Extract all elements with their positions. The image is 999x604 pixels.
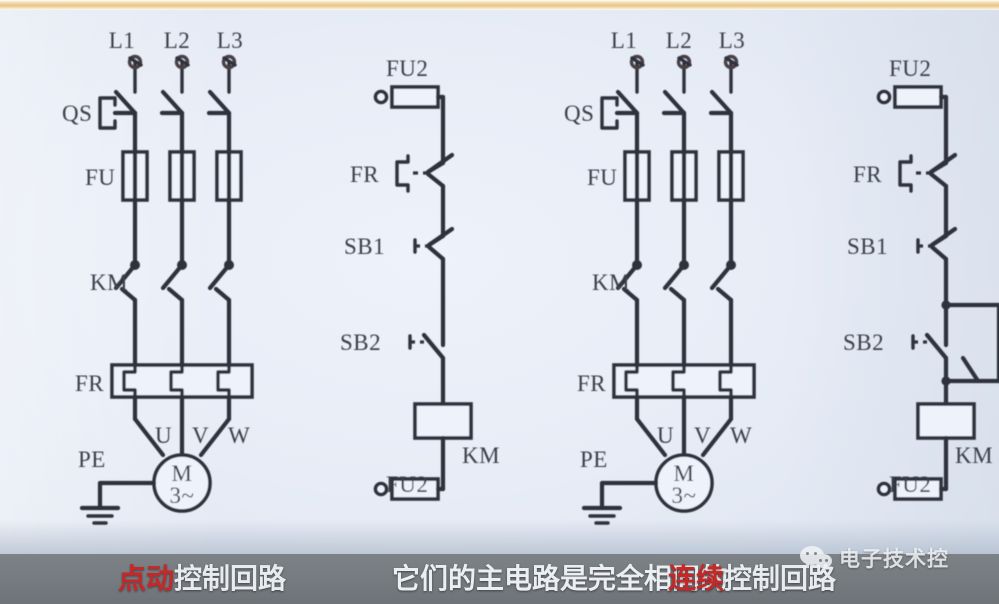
- fu-fuse-bank: [121, 145, 243, 267]
- caption-left-highlight: 点动: [118, 562, 175, 595]
- fu2-bottom-fuse-right: [876, 477, 949, 501]
- phase-terminal-l3-right: [723, 54, 739, 94]
- motor-symbol-m-right: M: [674, 461, 695, 486]
- label-u-right: U: [657, 423, 674, 448]
- label-fu-right: FU: [587, 165, 617, 190]
- main-circuit-left: L1 L2 L3 QS FU KM FR PE U V W M 3~: [62, 28, 254, 525]
- label-qs-right: QS: [564, 101, 594, 126]
- caption-right-highlight: 连续: [668, 562, 725, 595]
- caption-left-rest: 控制回路: [174, 562, 287, 595]
- caption-left: 点动控制回路: [118, 556, 286, 602]
- label-l1-right: L1: [611, 28, 638, 53]
- label-l2: L2: [164, 28, 191, 53]
- sb1-stop-button: [413, 226, 455, 333]
- fu2-top-fuse: [373, 85, 446, 166]
- label-w: W: [228, 423, 250, 448]
- caption-right-rest: 控制回路: [724, 562, 837, 595]
- label-l1: L1: [109, 28, 136, 53]
- phase-terminal-l1: [127, 54, 143, 94]
- label-pe: PE: [78, 447, 106, 472]
- fu-fuse-bank-right: [623, 145, 745, 267]
- sb2-start-button-right: [911, 302, 949, 407]
- main-circuit-right: L1 L2 L3 QS FU KM FR PE U V W M 3~: [564, 28, 756, 525]
- label-fu2-bottom-right: FU2: [889, 472, 931, 497]
- fr-nc-contact-right: [898, 152, 958, 239]
- pe-earth-connection-right: [581, 480, 659, 525]
- label-km-c2: KM: [462, 443, 500, 468]
- label-u: U: [155, 423, 172, 448]
- label-pe-right: PE: [580, 447, 608, 472]
- motor-symbol-3ph: 3~: [170, 483, 195, 508]
- fr-thermal-overload-relay-right: [612, 363, 756, 458]
- fr-thermal-overload-relay: [110, 363, 254, 458]
- label-fu2-top-right: FU2: [889, 56, 931, 81]
- label-sb2-right: SB2: [843, 330, 884, 355]
- label-fr: FR: [75, 371, 104, 396]
- motor-leads: [132, 416, 232, 458]
- fu2-bottom-fuse: [373, 477, 446, 501]
- channel-watermark: 电子技术控: [800, 543, 949, 573]
- phase-terminal-l2: [174, 54, 190, 94]
- label-sb2: SB2: [340, 330, 381, 355]
- label-v: V: [192, 423, 209, 448]
- label-qs: QS: [62, 101, 92, 126]
- qs-isolator-switch-right: [600, 89, 734, 151]
- label-l2-right: L2: [666, 28, 693, 53]
- qs-isolator-switch: [98, 89, 232, 151]
- label-fr-right: FR: [577, 371, 606, 396]
- phase-terminal-l3: [221, 54, 237, 94]
- phase-terminal-l2-right: [676, 54, 692, 94]
- label-fu2-top: FU2: [386, 56, 428, 81]
- km-main-contacts: [113, 260, 234, 368]
- label-fr-c4: FR: [853, 162, 882, 187]
- label-l3: L3: [217, 28, 244, 53]
- board-bottom-shadow: [0, 520, 999, 554]
- caption-middle: 它们的主电路是完全相同的: [392, 562, 729, 595]
- fr-nc-contact: [395, 152, 455, 239]
- control-circuit-latching: FU2 FR SB1 SB2 KM FU2: [843, 56, 999, 501]
- motor-symbol-m: M: [172, 461, 193, 486]
- label-l3-right: L3: [719, 28, 746, 53]
- sb2-start-button: [408, 327, 446, 407]
- label-fu: FU: [85, 165, 115, 190]
- label-v-right: V: [694, 423, 711, 448]
- label-km-right: KM: [592, 270, 630, 295]
- wechat-icon: [800, 546, 834, 570]
- label-km-c4: KM: [955, 443, 993, 468]
- motor-symbol-3ph-right: 3~: [672, 483, 697, 508]
- km-contactor-coil: [413, 402, 473, 492]
- label-fr-c2: FR: [350, 162, 379, 187]
- km-self-hold-branch: [941, 300, 999, 386]
- km-main-contacts-right: [615, 260, 736, 368]
- caption-right: 连续控制回路: [668, 556, 836, 602]
- control-circuit-jog: FU2 FR SB1 SB2 KM FU2: [340, 56, 500, 501]
- top-gold-strip: [0, 0, 999, 10]
- watermark-text: 电子技术控: [839, 547, 949, 571]
- label-w-right: W: [730, 423, 752, 448]
- label-sb1: SB1: [344, 234, 385, 259]
- sb1-stop-button-right: [916, 226, 958, 308]
- subtitle-bar: [0, 554, 999, 604]
- pe-earth-connection: [79, 480, 157, 525]
- motor-leads-right: [634, 416, 734, 458]
- label-sb1-right: SB1: [847, 234, 888, 259]
- fu2-top-fuse-right: [876, 85, 949, 166]
- label-fu2-bottom: FU2: [386, 472, 428, 497]
- label-km: KM: [90, 270, 128, 295]
- phase-terminal-l1-right: [629, 54, 645, 94]
- km-contactor-coil-right: [916, 402, 976, 492]
